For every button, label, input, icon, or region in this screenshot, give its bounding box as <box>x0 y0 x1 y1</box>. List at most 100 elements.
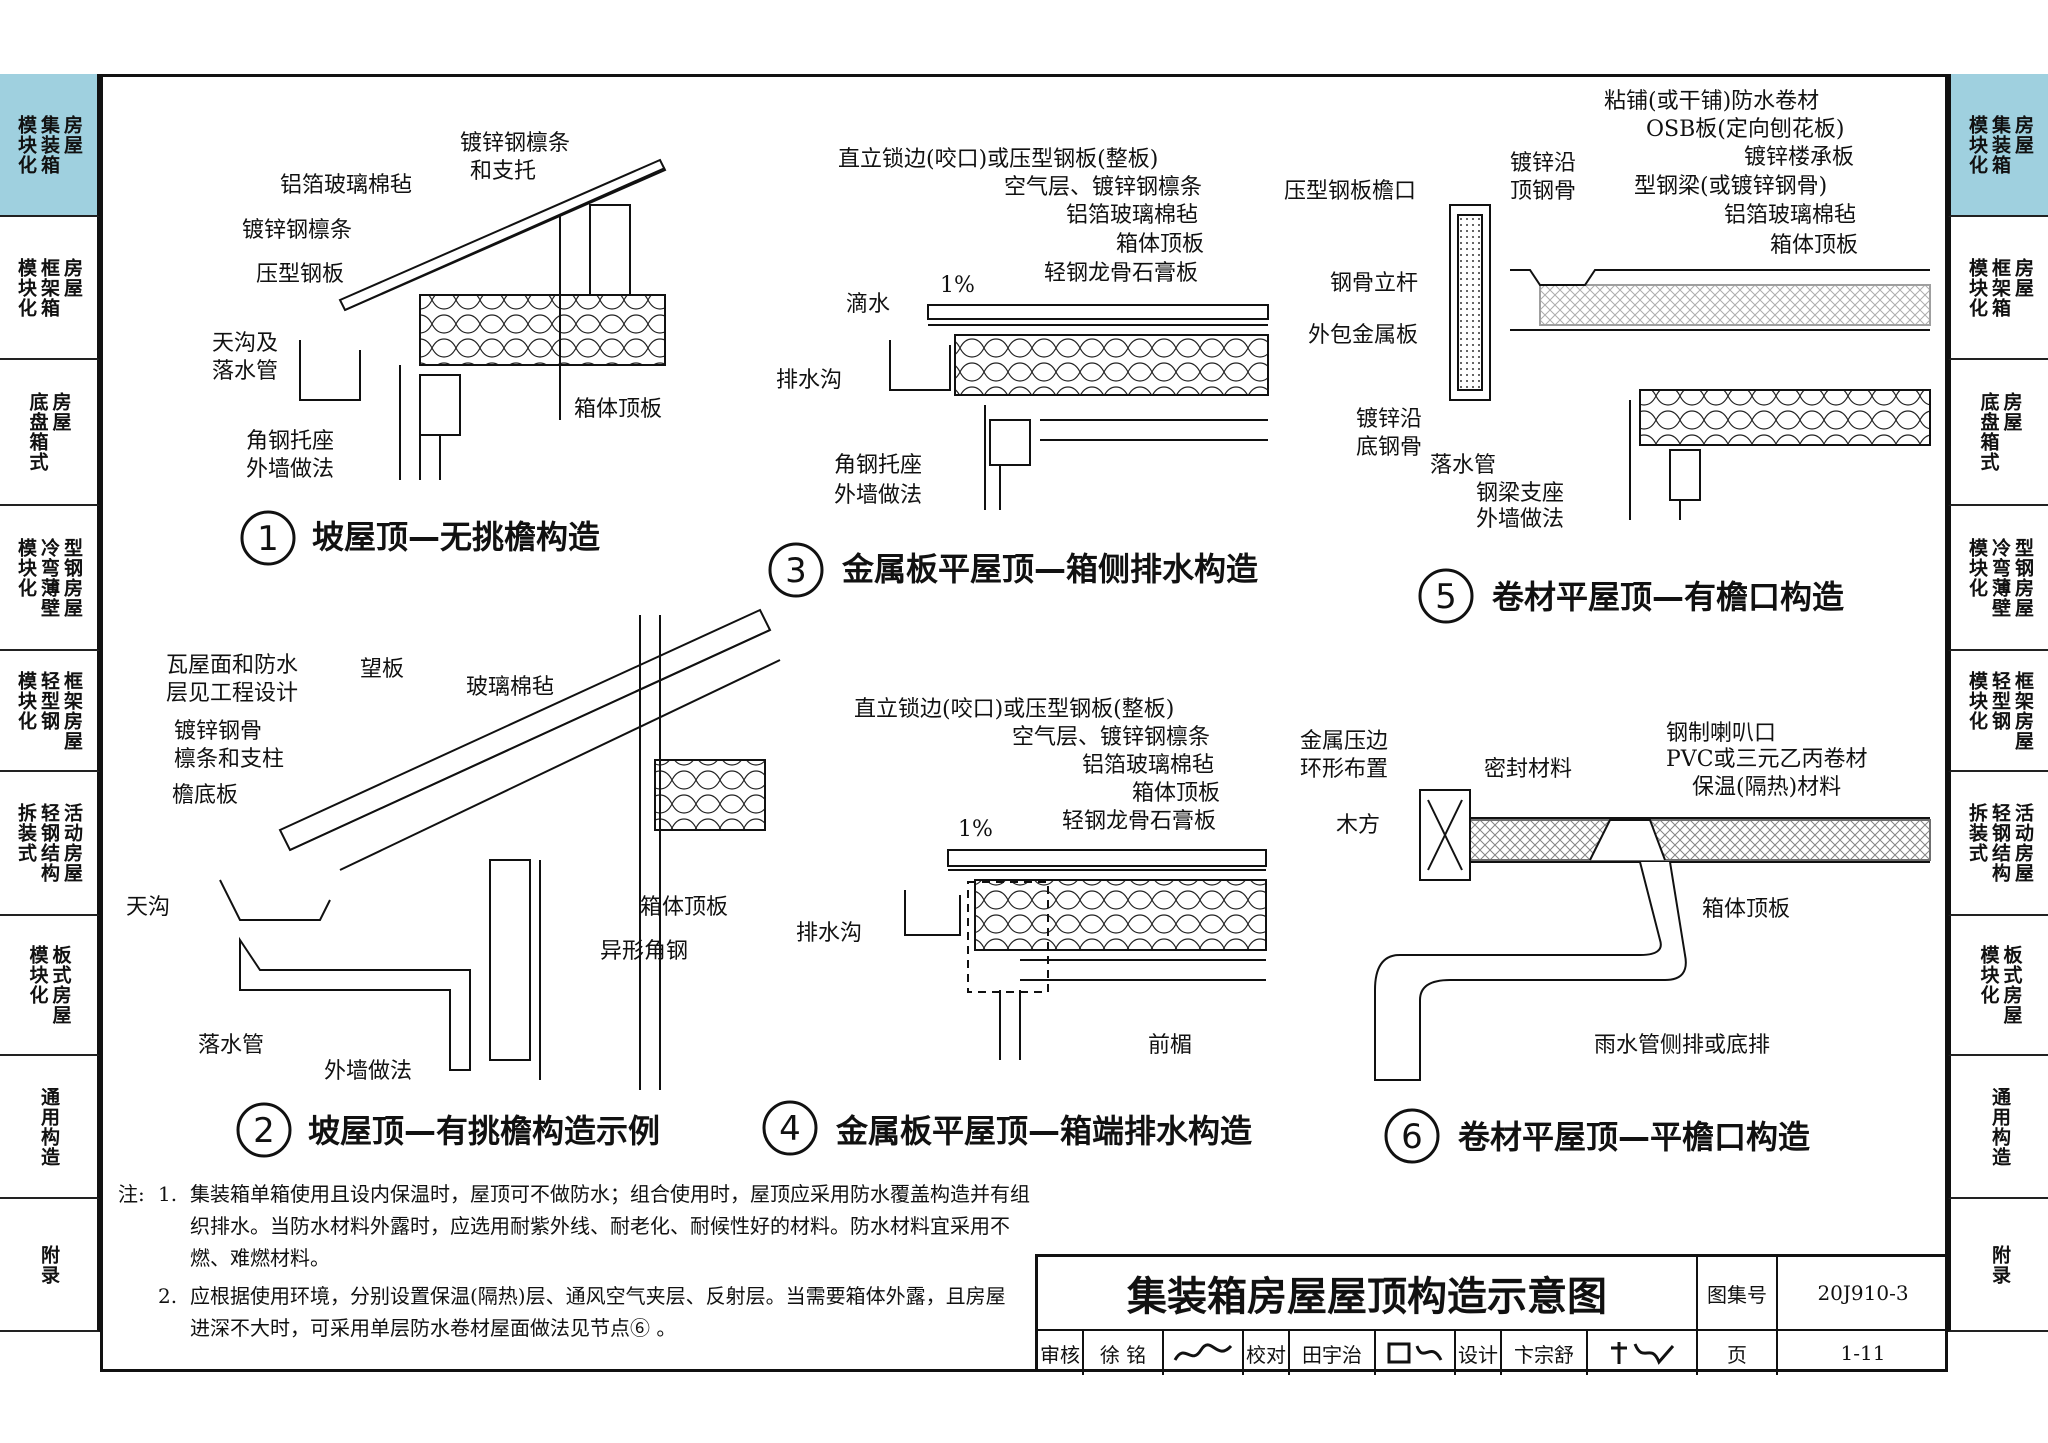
d3-slope: 1% <box>940 273 975 298</box>
d3-label-0: 直立锁边(咬口)或压型钢板(整板) <box>838 147 1158 172</box>
d6-label-0: 金属压边 <box>1300 729 1388 754</box>
sidebar-right-tab-8[interactable]: 附录 <box>1948 1199 2048 1332</box>
d4-label-3: 箱体顶板 <box>1132 781 1220 806</box>
sidebar-right-tab-label-4: 框架房屋 轻型钢 模块化 <box>1966 670 2034 751</box>
atlas-label: 图集号 <box>1698 1257 1778 1331</box>
detail-2 <box>219 608 781 1090</box>
d5-label-9: 钢骨立杆 <box>1330 271 1418 296</box>
sidebar-right-tab-4[interactable]: 框架房屋 轻型钢 模块化 <box>1948 651 2048 772</box>
d1-caption: 坡屋顶—无挑檐构造 <box>312 518 600 556</box>
sidebar-left-tab-label-8: 附录 <box>38 1244 60 1285</box>
d3-caption: 金属板平屋顶—箱侧排水构造 <box>841 550 1258 588</box>
d3-label-1: 空气层、镀锌钢檩条 <box>1004 175 1202 200</box>
d6-label-7: 箱体顶板 <box>1702 897 1790 922</box>
note-2-num: 2. <box>158 1284 178 1308</box>
d6-label-8: 雨水管侧排或底排 <box>1594 1033 1770 1058</box>
sidebar-right-tab-5[interactable]: 活动房屋 轻钢结构 拆装式 <box>1948 772 2048 916</box>
sidebar-left-tab-8[interactable]: 附录 <box>0 1199 100 1332</box>
sidebar-right-tab-label-3: 型钢房屋 冷弯薄壁 模块化 <box>1966 537 2034 618</box>
drawing-frame <box>100 74 1948 1372</box>
notes: 注: 1. 集装箱单箱使用且设内保温时，屋顶可不做防水；组合使用时，屋顶应采用防… <box>118 1178 1038 1344</box>
d2-label-1: 层见工程设计 <box>166 681 298 706</box>
reviewer-name: 徐 铭 <box>1084 1331 1164 1375</box>
d1-label-4: 压型钢板 <box>256 262 344 287</box>
d2-caption: 坡屋顶—有挑檐构造示例 <box>308 1112 660 1150</box>
sidebar-left-tab-0[interactable]: 房屋 集装箱 模块化 <box>0 74 100 217</box>
sidebar-right-tab-6[interactable]: 板式房屋 模块化 <box>1948 916 2048 1056</box>
d3-label-8: 外墙做法 <box>834 483 922 508</box>
check-label: 校对 <box>1244 1331 1290 1375</box>
d2-label-5: 檩条和支柱 <box>174 747 284 772</box>
note-1-num: 1. <box>158 1182 178 1206</box>
d5-label-6: 压型钢板檐口 <box>1284 179 1416 204</box>
d3-label-6: 排水沟 <box>776 368 842 393</box>
d2-label-6: 檐底板 <box>172 783 238 808</box>
detail-3 <box>889 304 1269 510</box>
d3-label-2: 铝箔玻璃棉毡 <box>1066 203 1198 228</box>
d4-label-2: 铝箔玻璃棉毡 <box>1082 753 1214 778</box>
d2-label-9: 异形角钢 <box>600 939 688 964</box>
detail-6 <box>1374 789 1931 1081</box>
note-1-text: 集装箱单箱使用且设内保温时，屋顶可不做防水；组合使用时，屋顶应采用防水覆盖构造并… <box>190 1182 1030 1270</box>
sidebar-right-tab-7[interactable]: 通用构造 <box>1948 1056 2048 1199</box>
detail-4 <box>904 849 1267 1060</box>
d5-num: 5 <box>1435 577 1457 617</box>
sidebar-left-tab-2[interactable]: 房屋 底盘箱式 <box>0 360 100 506</box>
d5-label-10: 外包金属板 <box>1308 323 1418 348</box>
d1-label-7: 角钢托座 <box>246 429 334 454</box>
sidebar-right-tab-label-8: 附录 <box>1989 1244 2011 1285</box>
d5-label-2: 镀锌楼承板 <box>1744 145 1854 170</box>
sidebar-right-tab-1[interactable]: 房屋 框架箱 模块化 <box>1948 217 2048 360</box>
d6-label-5: 保温(隔热)材料 <box>1692 775 1841 800</box>
right-sidebar: 房屋 集装箱 模块化房屋 框架箱 模块化房屋 底盘箱式型钢房屋 冷弯薄壁 模块化… <box>1948 74 2048 1372</box>
review-label: 审核 <box>1038 1331 1084 1375</box>
sidebar-right-tab-label-6: 板式房屋 模块化 <box>1977 945 2023 1025</box>
sidebar-right-tab-label-5: 活动房屋 轻钢结构 拆装式 <box>1966 803 2034 883</box>
d1-label-3: 镀锌钢檩条 <box>242 218 352 243</box>
sidebar-left-tab-7[interactable]: 通用构造 <box>0 1056 100 1199</box>
d2-label-3: 玻璃棉毡 <box>466 675 554 700</box>
d4-slope: 1% <box>958 817 993 842</box>
d2-label-4: 镀锌钢骨 <box>174 719 262 744</box>
d5-label-11: 镀锌沿 <box>1356 407 1422 432</box>
drawing-title: 集装箱房屋屋顶构造示意图 <box>1038 1257 1698 1331</box>
sidebar-left-tab-5[interactable]: 活动房屋 轻钢结构 拆装式 <box>0 772 100 916</box>
sidebar-left-tab-1[interactable]: 房屋 框架箱 模块化 <box>0 217 100 360</box>
sidebar-left-tab-label-7: 通用构造 <box>38 1086 60 1167</box>
d6-num-circle <box>1384 1108 1440 1164</box>
d2-label-8: 箱体顶板 <box>640 895 728 920</box>
sidebar-left-tab-4[interactable]: 框架房屋 轻型钢 模块化 <box>0 651 100 772</box>
sidebar-left-tab-label-2: 房屋 底盘箱式 <box>26 392 72 472</box>
d3-label-4: 轻钢龙骨石膏板 <box>1044 261 1198 286</box>
sidebar-right-tab-3[interactable]: 型钢房屋 冷弯薄壁 模块化 <box>1948 506 2048 651</box>
sidebar-left-tab-label-1: 房屋 框架箱 模块化 <box>15 257 83 318</box>
d4-num-circle <box>762 1100 818 1156</box>
d1-label-6: 落水管 <box>212 359 278 384</box>
detail-1 <box>299 158 667 480</box>
sidebar-right-tab-0[interactable]: 房屋 集装箱 模块化 <box>1948 74 2048 217</box>
d6-label-6: 木方 <box>1336 813 1380 838</box>
page-label: 页 <box>1698 1331 1778 1375</box>
sidebar-right-tab-label-2: 房屋 底盘箱式 <box>1977 392 2023 472</box>
sidebar-left-tab-label-5: 活动房屋 轻钢结构 拆装式 <box>15 803 83 883</box>
d5-caption: 卷材平屋顶—有檐口构造 <box>1492 578 1844 616</box>
d1-label-5: 天沟及 <box>212 331 278 356</box>
d2-label-7: 天沟 <box>126 895 170 920</box>
d1-label-0: 镀锌钢檩条 <box>460 131 570 156</box>
sidebar-right-tab-label-0: 房屋 集装箱 模块化 <box>1966 114 2034 175</box>
sidebar-left-tab-label-0: 房屋 集装箱 模块化 <box>15 114 83 175</box>
sidebar-left-tab-3[interactable]: 型钢房屋 冷弯薄壁 模块化 <box>0 506 100 651</box>
designer-signature-icon <box>1611 1342 1675 1365</box>
d3-label-7: 角钢托座 <box>834 453 922 478</box>
reviewer-signature <box>1164 1331 1244 1375</box>
left-sidebar: 房屋 集装箱 模块化房屋 框架箱 模块化房屋 底盘箱式型钢房屋 冷弯薄壁 模块化… <box>0 74 100 1372</box>
d1-label-8: 外墙做法 <box>246 457 334 482</box>
d5-label-5: 箱体顶板 <box>1770 233 1858 258</box>
sidebar-left-tab-6[interactable]: 板式房屋 模块化 <box>0 916 100 1056</box>
d5-label-13: 落水管 <box>1430 453 1496 478</box>
d4-num: 4 <box>779 1109 801 1149</box>
sidebar-right-tab-2[interactable]: 房屋 底盘箱式 <box>1948 360 2048 506</box>
d3-label-5: 滴水 <box>846 292 890 317</box>
d6-label-2: 密封材料 <box>1484 757 1572 782</box>
